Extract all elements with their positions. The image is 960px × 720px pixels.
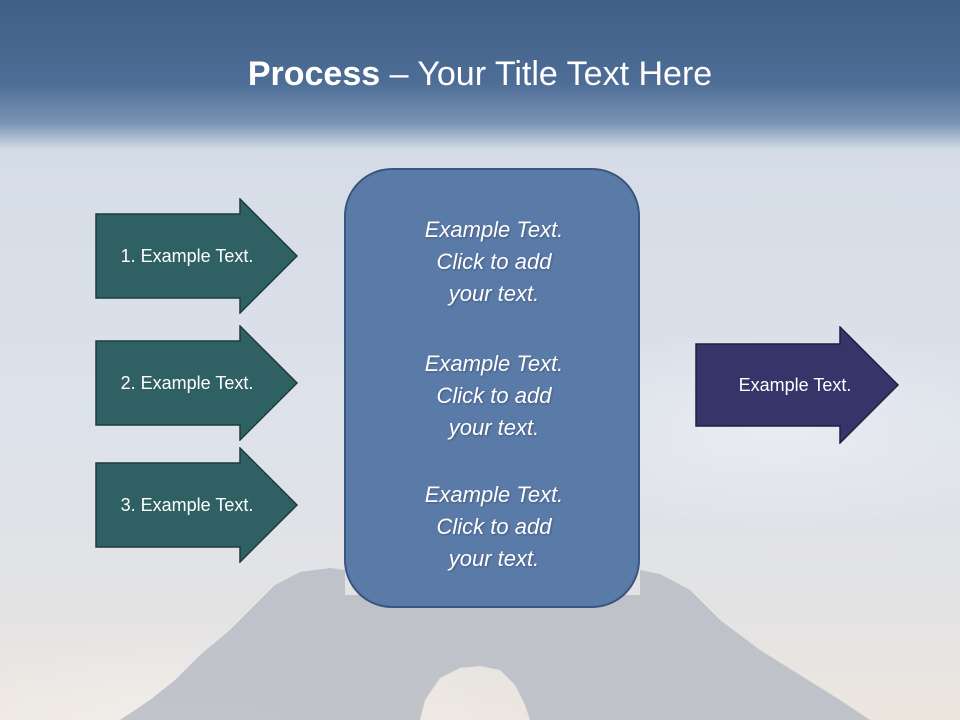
- arrow-right-icon: [95, 447, 299, 563]
- center-text-line: Example Text.: [424, 217, 564, 242]
- center-text-line: Example Text.: [424, 482, 564, 507]
- center-text-block-3[interactable]: Example Text. Click to add your text.: [346, 479, 642, 575]
- title-bold: Process: [247, 55, 381, 93]
- input-arrow-1[interactable]: 1. Example Text.: [95, 198, 299, 314]
- center-text-block-2[interactable]: Example Text. Click to add your text.: [346, 348, 642, 444]
- center-text-line: Click to add: [436, 249, 552, 274]
- center-text-line: your text.: [448, 546, 540, 571]
- center-process-box[interactable]: Example Text. Click to add your text. Ex…: [344, 168, 640, 608]
- input-arrow-label: 2. Example Text.: [120, 372, 254, 393]
- input-arrow-2[interactable]: 2. Example Text.: [95, 325, 299, 441]
- input-arrow-label: 3. Example Text.: [120, 494, 254, 515]
- output-arrow[interactable]: Example Text.: [695, 326, 900, 444]
- rock-arch-silhouette: [120, 568, 870, 720]
- title-rest: Your Title Text Here: [417, 55, 713, 93]
- arrow-right-icon: [695, 326, 900, 444]
- center-text-line: Click to add: [436, 383, 552, 408]
- center-text-block-1[interactable]: Example Text. Click to add your text.: [346, 214, 642, 310]
- title-band: [0, 0, 960, 150]
- output-arrow-label: Example Text.: [738, 374, 852, 395]
- input-arrow-3[interactable]: 3. Example Text.: [95, 447, 299, 563]
- input-arrow-label: 1. Example Text.: [120, 245, 254, 266]
- center-text-line: your text.: [448, 281, 540, 306]
- center-text-line: Click to add: [436, 514, 552, 539]
- arrow-right-icon: [95, 325, 299, 441]
- title-separator: –: [380, 55, 418, 93]
- center-text-line: Example Text.: [424, 351, 564, 376]
- slide-title[interactable]: Process – Your Title Text Here: [0, 52, 960, 96]
- arrow-right-icon: [95, 198, 299, 314]
- center-text-line: your text.: [448, 415, 540, 440]
